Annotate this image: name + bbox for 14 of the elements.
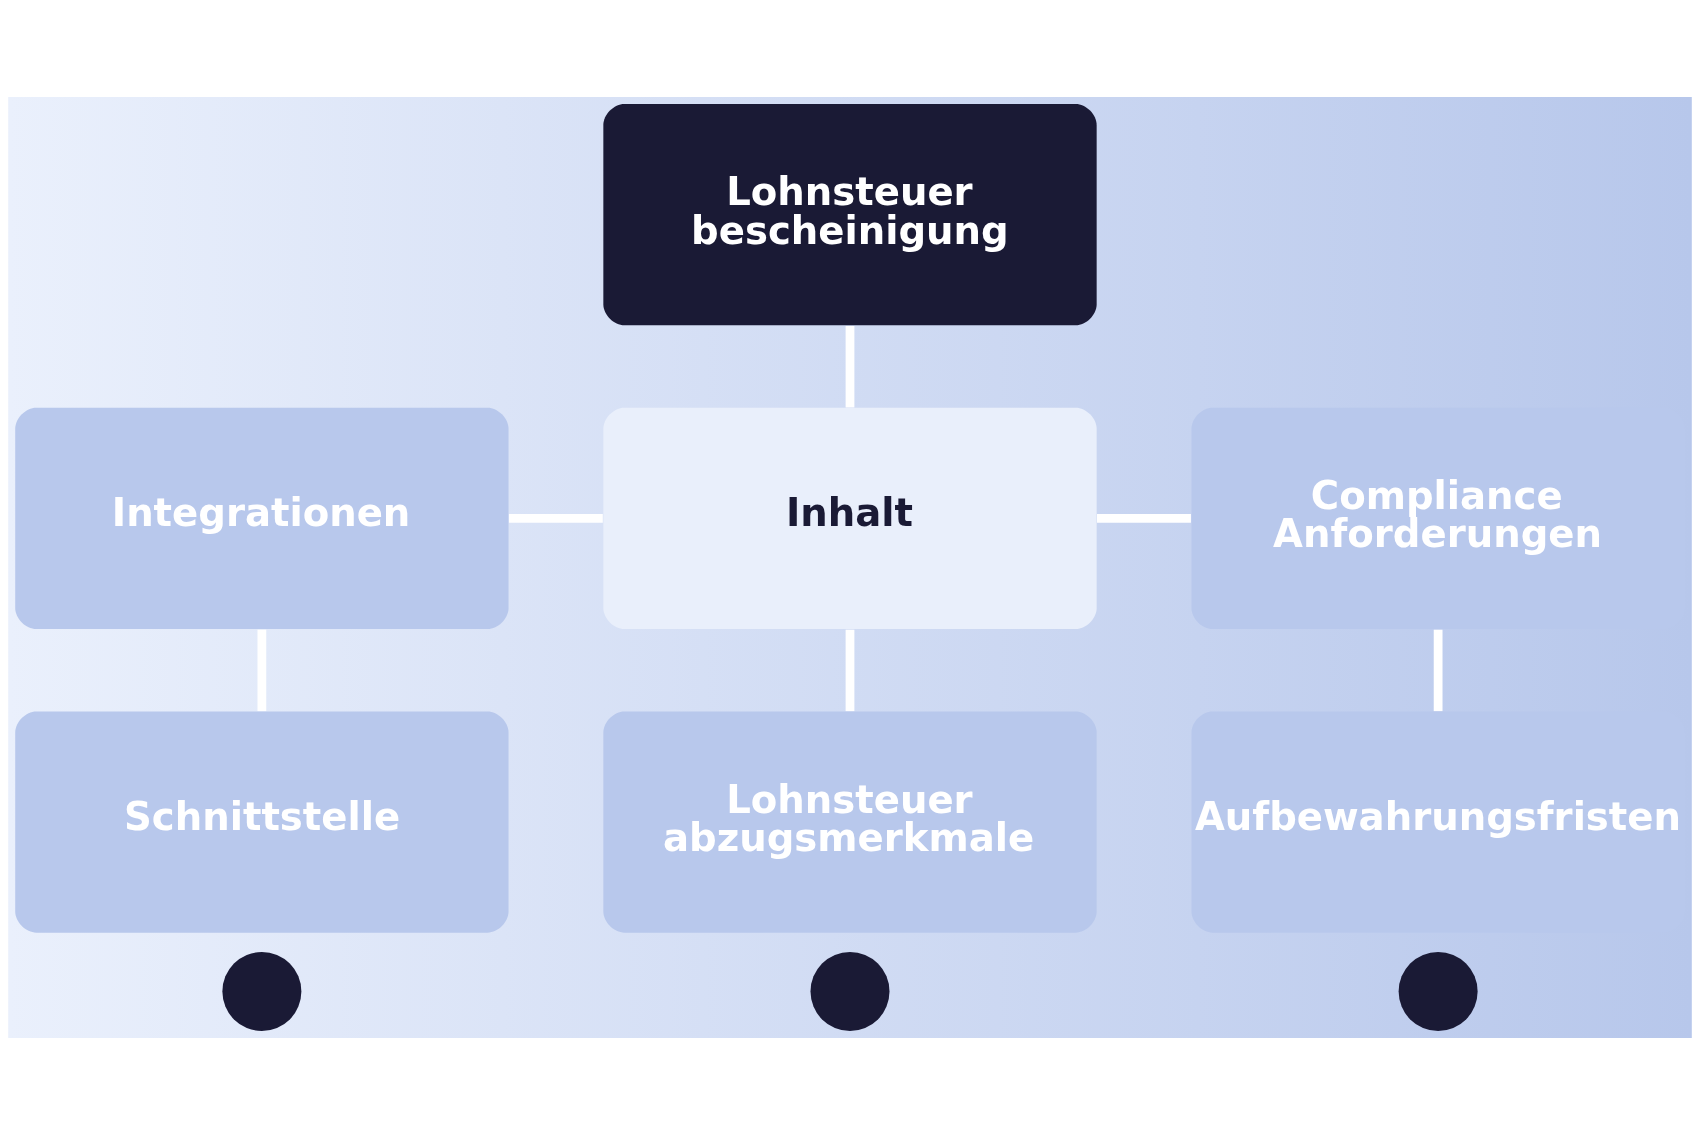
node-box: Lohnsteuer bescheinigung — [603, 103, 1097, 325]
node-box: Schnittstelle — [15, 710, 509, 933]
connector — [845, 325, 855, 407]
connector — [1433, 629, 1443, 711]
node-box: Inhalt — [603, 407, 1097, 629]
node-circle — [1398, 951, 1478, 1031]
node-circle — [810, 951, 890, 1031]
node-box: Integrationen — [15, 407, 509, 629]
connector — [1096, 513, 1191, 523]
node-circle — [222, 951, 302, 1031]
connector — [508, 513, 603, 523]
node-box: Lohnsteuer abzugsmerkmale — [603, 710, 1097, 933]
connector — [257, 629, 267, 711]
connector — [845, 629, 855, 711]
